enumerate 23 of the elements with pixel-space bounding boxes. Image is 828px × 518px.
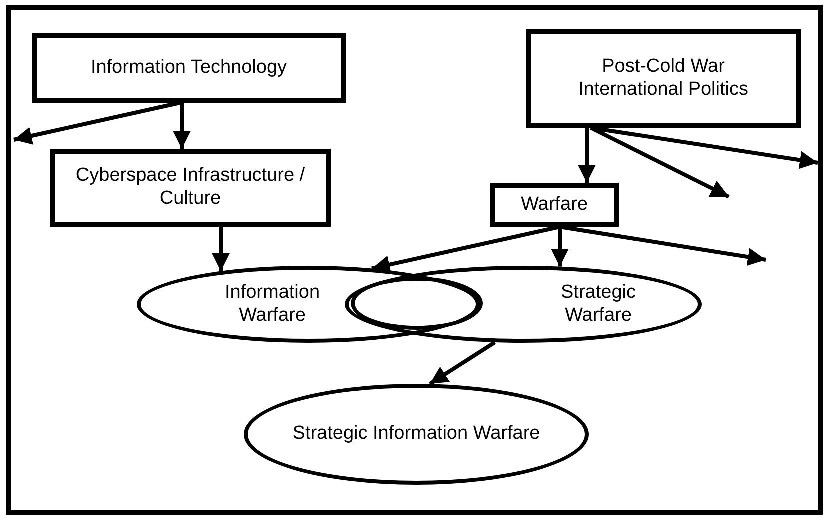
node-label: Information Warfare (224, 282, 322, 328)
node-label: Strategic Warfare (560, 282, 637, 328)
ellipse-node (137, 266, 480, 343)
process-box (526, 29, 801, 128)
process-box (50, 149, 331, 227)
node-label: Information Technology (90, 56, 288, 80)
arrow (560, 225, 766, 266)
arrow (590, 126, 730, 199)
arrow (428, 340, 496, 386)
ellipse-node (244, 384, 589, 485)
arrow (578, 128, 596, 183)
node-label: Cyberspace Infrastructure / Culture (74, 165, 306, 211)
node-label: Strategic Information Warfare (292, 423, 540, 446)
arrow (212, 227, 230, 272)
arrow (551, 227, 569, 267)
arrow (173, 103, 191, 149)
process-box (32, 33, 346, 103)
node-label: Post-Cold War International Politics (577, 56, 750, 102)
process-box (490, 183, 619, 227)
node-label: Warfare (521, 194, 588, 216)
arrow (14, 101, 180, 145)
ellipse-node (351, 277, 483, 330)
ellipse-node (345, 266, 702, 343)
